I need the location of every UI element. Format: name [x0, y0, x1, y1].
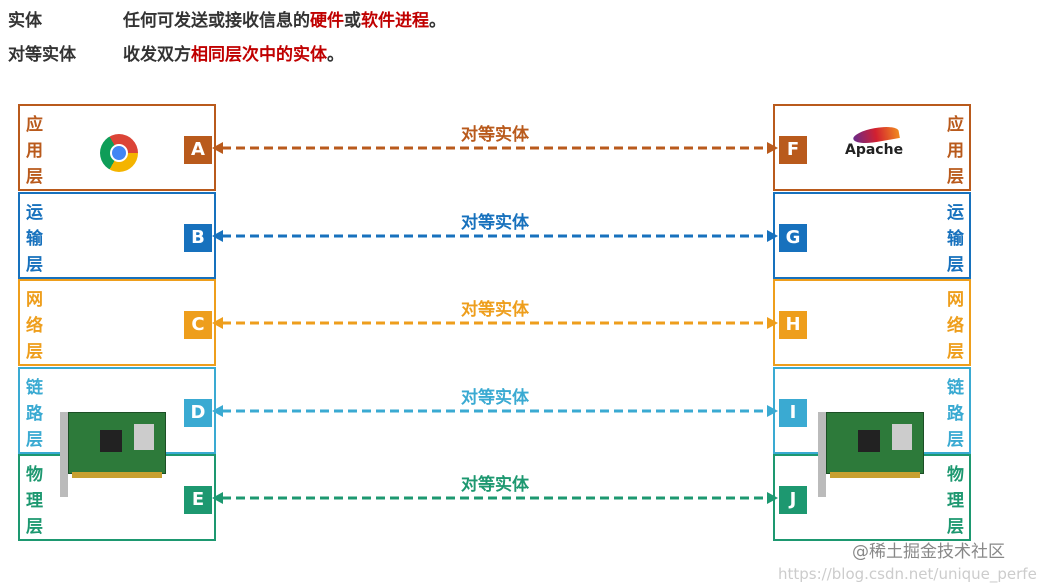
entity-label: G	[779, 223, 807, 252]
peer-arrow	[212, 229, 778, 242]
layer-name: 网络层	[947, 290, 964, 362]
peer-entity-label: 对等实体	[461, 300, 529, 320]
definition-peer-entity: 对等实体 收发双方相同层次中的实体。	[8, 40, 344, 65]
entity-label: D	[184, 398, 212, 427]
entity-label: C	[184, 311, 212, 339]
desc: 。	[327, 45, 344, 65]
term: 对等实体	[8, 45, 76, 65]
right-layer-box: 运输层 G	[773, 191, 971, 279]
layer-name: 应用层	[947, 115, 964, 187]
entity-label: I	[779, 398, 807, 427]
entity-label: J	[779, 486, 807, 514]
peer-arrow	[212, 142, 778, 154]
highlight: 相同层次中的实体	[191, 45, 327, 65]
chrome-icon	[100, 134, 138, 172]
peer-entity-label: 对等实体	[461, 387, 529, 408]
layer-name: 链路层	[26, 377, 43, 450]
network-card-icon	[60, 412, 168, 497]
layer-name: 运输层	[26, 202, 43, 275]
desc: 。	[429, 11, 446, 31]
apache-logo-text: Apache	[845, 142, 904, 158]
right-layer-box: 应用层 F Apache	[773, 104, 971, 191]
layer-name: 网络层	[26, 290, 43, 362]
desc: 收发双方	[123, 45, 191, 65]
entity-label: F	[779, 136, 807, 164]
entity-label: A	[184, 136, 212, 164]
entity-label: H	[779, 311, 807, 339]
definition-entity: 实体 任何可发送或接收信息的硬件或软件进程。	[8, 6, 446, 31]
layer-name: 运输层	[947, 202, 964, 275]
csdn-watermark: https://blog.csdn.net/unique_perfect	[778, 565, 1037, 583]
left-layer-box: 网络层 C	[18, 279, 216, 366]
right-layer-box: 网络层 H	[773, 279, 971, 366]
peer-arrow	[212, 317, 778, 329]
right-layer-box: 链路层 I	[773, 366, 971, 454]
entity-label: E	[184, 486, 212, 514]
peer-arrow	[212, 492, 778, 504]
peer-entity-label: 对等实体	[461, 475, 529, 495]
juejin-watermark: @稀土掘金技术社区	[852, 542, 1005, 562]
apache-logo: Apache	[845, 124, 904, 158]
layer-name: 物理层	[947, 465, 964, 537]
highlight: 硬件	[310, 11, 344, 31]
peer-entity-label: 对等实体	[461, 125, 529, 145]
layer-name: 链路层	[947, 377, 964, 450]
layer-name: 应用层	[26, 115, 43, 187]
desc: 任何可发送或接收信息的	[123, 11, 310, 31]
left-layer-box: 应用层 A	[18, 104, 216, 191]
layer-name: 物理层	[26, 465, 43, 537]
highlight: 软件进程	[361, 11, 429, 31]
term: 实体	[8, 11, 42, 31]
peer-entity-label: 对等实体	[461, 212, 529, 233]
left-layer-box: 运输层 B	[18, 191, 216, 279]
peer-arrow	[212, 404, 778, 417]
network-card-icon	[818, 412, 926, 497]
desc: 或	[344, 11, 361, 31]
entity-label: B	[184, 223, 212, 252]
